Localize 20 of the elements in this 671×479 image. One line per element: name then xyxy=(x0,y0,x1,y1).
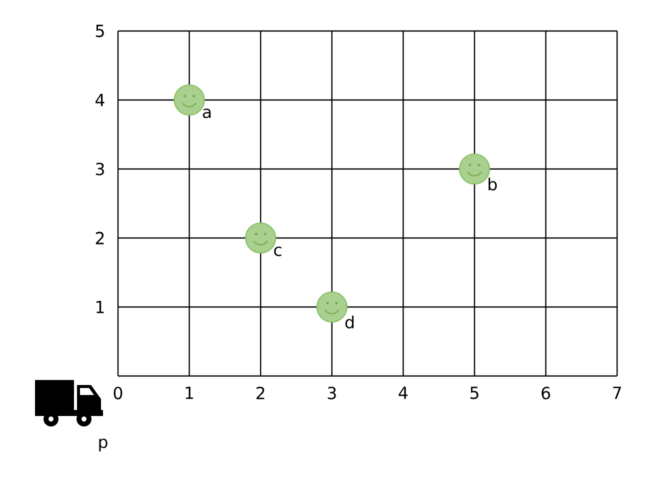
tick-label: 4 xyxy=(96,94,104,106)
point-label: c xyxy=(274,246,282,256)
truck-icon xyxy=(35,380,103,426)
tick-label: 1 xyxy=(96,300,104,314)
point-label: d xyxy=(345,316,354,328)
point-label: b xyxy=(488,178,497,190)
tick-label: 2 xyxy=(96,232,104,244)
tick-label: 3 xyxy=(96,162,104,176)
tick-label: 6 xyxy=(542,386,550,400)
point-label: a xyxy=(202,108,211,118)
tick-label: 7 xyxy=(613,386,621,399)
tick-label: 5 xyxy=(470,386,478,400)
tick-label: 2 xyxy=(256,386,264,400)
tick-label: 4 xyxy=(398,386,408,399)
tick-label: 1 xyxy=(186,386,194,399)
smiley-icon xyxy=(458,153,490,185)
tick-label: 3 xyxy=(328,386,336,400)
tick-label: 5 xyxy=(96,24,104,38)
point-label: p xyxy=(99,438,108,452)
smiley-icon xyxy=(316,291,348,323)
